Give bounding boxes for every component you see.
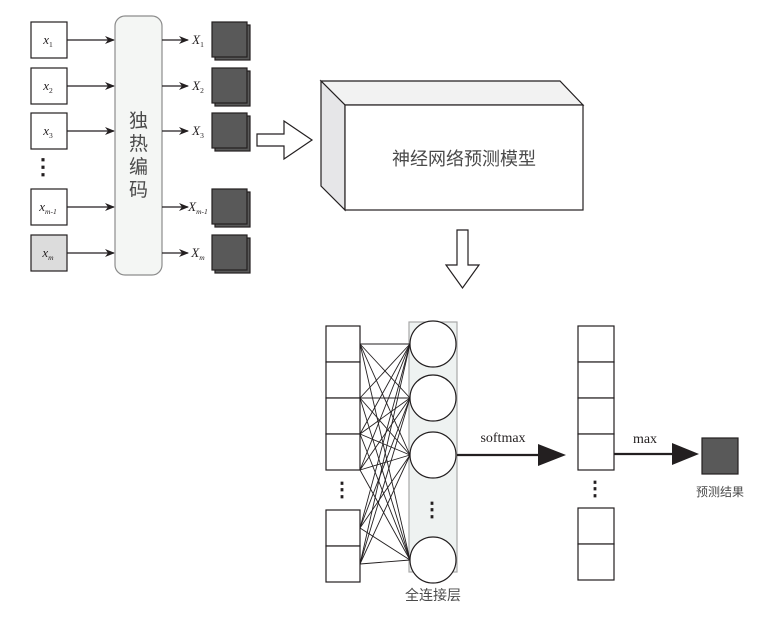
stacked-square-front	[211, 21, 248, 58]
softmax-output-cell	[577, 361, 615, 399]
softmax-output-cell	[577, 507, 615, 545]
input-feature-5: xm	[30, 234, 115, 272]
fc-connection-line	[359, 454, 411, 565]
fc-connections	[359, 343, 411, 565]
fc-connection-line	[359, 397, 411, 456]
max-arrowhead-icon	[672, 443, 699, 465]
softmax-output-cell	[577, 433, 615, 471]
output-label: X1	[191, 32, 204, 49]
fc-connection-line	[359, 397, 411, 435]
fc-layer-label: 全连接层	[405, 587, 461, 604]
model-label: 神经网络预测模型	[392, 149, 536, 170]
stacked-square-front	[211, 234, 248, 271]
encoded-output-3: X3	[162, 112, 251, 152]
input-label: x1	[42, 32, 53, 49]
fc-node-ellipsis: ⋮	[422, 499, 442, 521]
encoder-label-char: 码	[129, 179, 148, 201]
fc-connection-line	[359, 343, 411, 565]
max-label: max	[633, 432, 657, 447]
fc-neuron	[409, 536, 457, 584]
softmax-output-cells	[577, 325, 615, 581]
fc-input-cell	[325, 545, 361, 583]
input-label: x3	[42, 123, 53, 140]
fc-connection-line	[359, 527, 411, 561]
input-box	[30, 67, 68, 105]
input-label: x2	[42, 78, 53, 95]
input-box	[30, 112, 68, 150]
fc-connection-line	[359, 469, 411, 561]
stacked-square-front	[211, 188, 248, 225]
fc-connection-line	[359, 433, 411, 456]
model-box-top	[319, 80, 585, 106]
one-hot-encoder: 独 热 编 码	[114, 15, 163, 276]
input-ellipsis: ⋮	[32, 154, 54, 179]
softmax-output-cell	[577, 543, 615, 581]
input-label: xm	[41, 245, 54, 262]
model-box-front	[344, 104, 584, 211]
neural-network-model-box: 神经网络预测模型	[319, 79, 585, 212]
fc-input-cell	[325, 433, 361, 471]
fc-neuron	[409, 431, 457, 479]
input-box	[30, 234, 68, 272]
prediction-result-label: 预测结果	[696, 485, 744, 499]
fc-input-cells	[325, 325, 361, 583]
output-label: X3	[191, 123, 204, 140]
output-label: Xm	[190, 245, 205, 262]
softmax-label: softmax	[480, 431, 525, 446]
input-feature-3: x3	[30, 112, 115, 150]
encoder-label-char: 编	[129, 156, 148, 178]
encoder-box	[114, 15, 163, 276]
output-label: Xm-1	[187, 199, 208, 216]
fc-input-ellipsis: ⋮	[332, 479, 352, 501]
softmax-arrow: softmax	[457, 431, 566, 466]
fc-input-cell	[325, 361, 361, 399]
input-label: xm-1	[38, 199, 57, 216]
input-feature-1: x1	[30, 21, 115, 59]
fc-connection-line	[359, 343, 411, 399]
hollow-down-arrow-icon	[444, 229, 481, 290]
fc-neuron	[409, 320, 457, 368]
softmax-output-cell	[577, 325, 615, 363]
input-box	[30, 21, 68, 59]
encoded-output-5: Xm	[162, 234, 251, 274]
softmax-arrowhead-icon	[538, 444, 566, 466]
input-feature-2: x2	[30, 67, 115, 105]
fc-input-cell	[325, 397, 361, 435]
input-feature-4: xm-1	[30, 188, 115, 226]
output-label: X2	[191, 78, 204, 95]
softmax-output-cell	[577, 397, 615, 435]
softmax-ellipsis: ⋮	[585, 478, 605, 500]
fc-neurons	[409, 320, 457, 584]
fc-connection-line	[359, 343, 411, 529]
fc-connection-line	[359, 397, 411, 565]
fc-connection-line	[359, 343, 411, 471]
fc-input-cell	[325, 325, 361, 363]
input-features: x1 x2 x3 xm-1 xm	[30, 21, 115, 272]
fully-connected-layer: ⋮ ⋮ 全连接层	[325, 320, 461, 604]
encoder-label-char: 独	[129, 110, 148, 132]
fc-connection-line	[359, 343, 411, 435]
prediction-result-square	[701, 437, 739, 475]
fc-connection-line	[359, 433, 411, 561]
encoded-output-1: X1	[162, 21, 251, 61]
stacked-square-front	[211, 112, 248, 149]
fc-connection-line	[359, 397, 411, 561]
fc-connection-line	[359, 343, 411, 456]
fc-connection-line	[359, 454, 411, 529]
max-arrow: max	[614, 432, 699, 465]
hollow-right-arrow-icon	[256, 119, 314, 161]
encoder-label-char: 热	[129, 133, 148, 155]
stacked-square-front	[211, 67, 248, 104]
encoded-output-4: Xm-1	[162, 188, 251, 228]
fc-connection-line	[359, 397, 411, 529]
fc-connection-line	[359, 397, 411, 471]
fc-neuron	[409, 374, 457, 422]
encoded-output-2: X2	[162, 67, 251, 107]
fc-connection-line	[359, 559, 411, 565]
fc-input-cell	[325, 509, 361, 547]
